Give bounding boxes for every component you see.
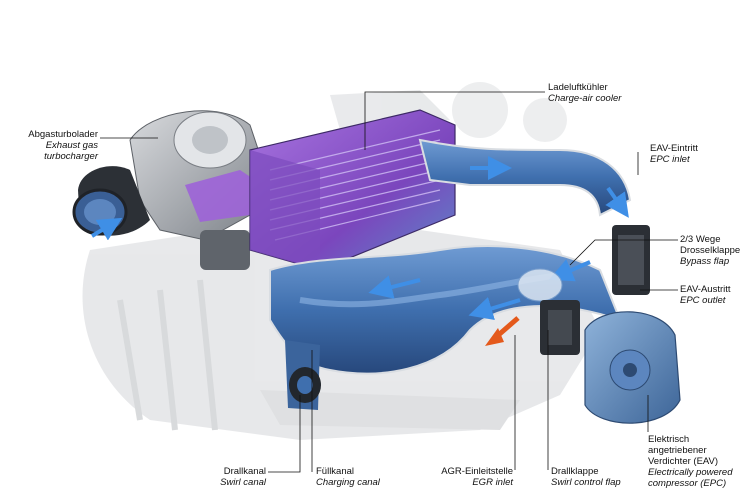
label-epc: Elektrisch angetriebener Verdichter (EAV… — [648, 434, 748, 489]
label-epc-de: Elektrisch angetriebener Verdichter (EAV… — [648, 434, 719, 467]
bypass-flap-housing — [612, 225, 650, 295]
leader-swirl-canal — [268, 395, 301, 473]
turbocharger — [72, 110, 270, 270]
label-swirl-canal: Drallkanal Swirl canal — [200, 466, 266, 488]
label-epc-inlet-en: EPC inlet — [650, 154, 690, 165]
leader-lines — [100, 91, 678, 473]
label-epc-inlet: EAV-Eintritt EPC inlet — [650, 143, 698, 165]
leader-bypass-flap — [569, 239, 678, 266]
label-turbocharger: Abgasturbolader Exhaust gas turbocharger — [8, 129, 98, 162]
label-epc-outlet: EAV-Austritt EPC outlet — [680, 284, 731, 306]
label-egr-inlet-de: AGR-Einleitstelle — [441, 466, 513, 477]
label-swirl-canal-de: Drallkanal — [223, 466, 266, 477]
label-bypass-flap: 2/3 Wege Drosselklappe Bypass flap — [680, 234, 746, 267]
label-bypass-flap-en: Bypass flap — [680, 256, 730, 267]
label-epc-en: Electrically powered compressor (EPC) — [648, 467, 733, 489]
label-egr-inlet-en: EGR inlet — [472, 477, 513, 488]
intake-duct — [269, 138, 632, 410]
label-swirl-canal-en: Swirl canal — [220, 477, 266, 488]
swirl-flap-actuator — [540, 300, 580, 355]
leader-charge-air-cooler — [364, 91, 545, 150]
label-epc-inlet-de: EAV-Eintritt — [650, 143, 698, 154]
charge-air-cooler — [249, 109, 456, 271]
label-charge-air-cooler: Ladeluftkühler Charge-air cooler — [548, 82, 621, 104]
label-charge-air-cooler-de: Ladeluftkühler — [548, 82, 608, 93]
label-charging-canal-de: Füllkanal — [316, 466, 355, 477]
label-turbocharger-en: Exhaust gas turbocharger — [44, 140, 98, 162]
label-bypass-flap-de: 2/3 Wege Drosselklappe — [680, 234, 741, 256]
label-turbocharger-de: Abgasturbolader — [28, 129, 98, 140]
label-epc-outlet-de: EAV-Austritt — [680, 284, 731, 295]
label-swirl-flap-de: Drallklappe — [551, 466, 599, 477]
label-swirl-flap-en: Swirl control flap — [551, 477, 621, 488]
label-charge-air-cooler-en: Charge-air cooler — [548, 93, 622, 104]
label-egr-inlet: AGR-Einleitstelle EGR inlet — [420, 466, 513, 488]
label-charging-canal: Füllkanal Charging canal — [316, 466, 380, 488]
label-swirl-flap: Drallklappe Swirl control flap — [551, 466, 621, 488]
label-charging-canal-en: Charging canal — [316, 477, 380, 488]
label-epc-outlet-en: EPC outlet — [680, 295, 726, 306]
electric-compressor — [584, 311, 681, 424]
